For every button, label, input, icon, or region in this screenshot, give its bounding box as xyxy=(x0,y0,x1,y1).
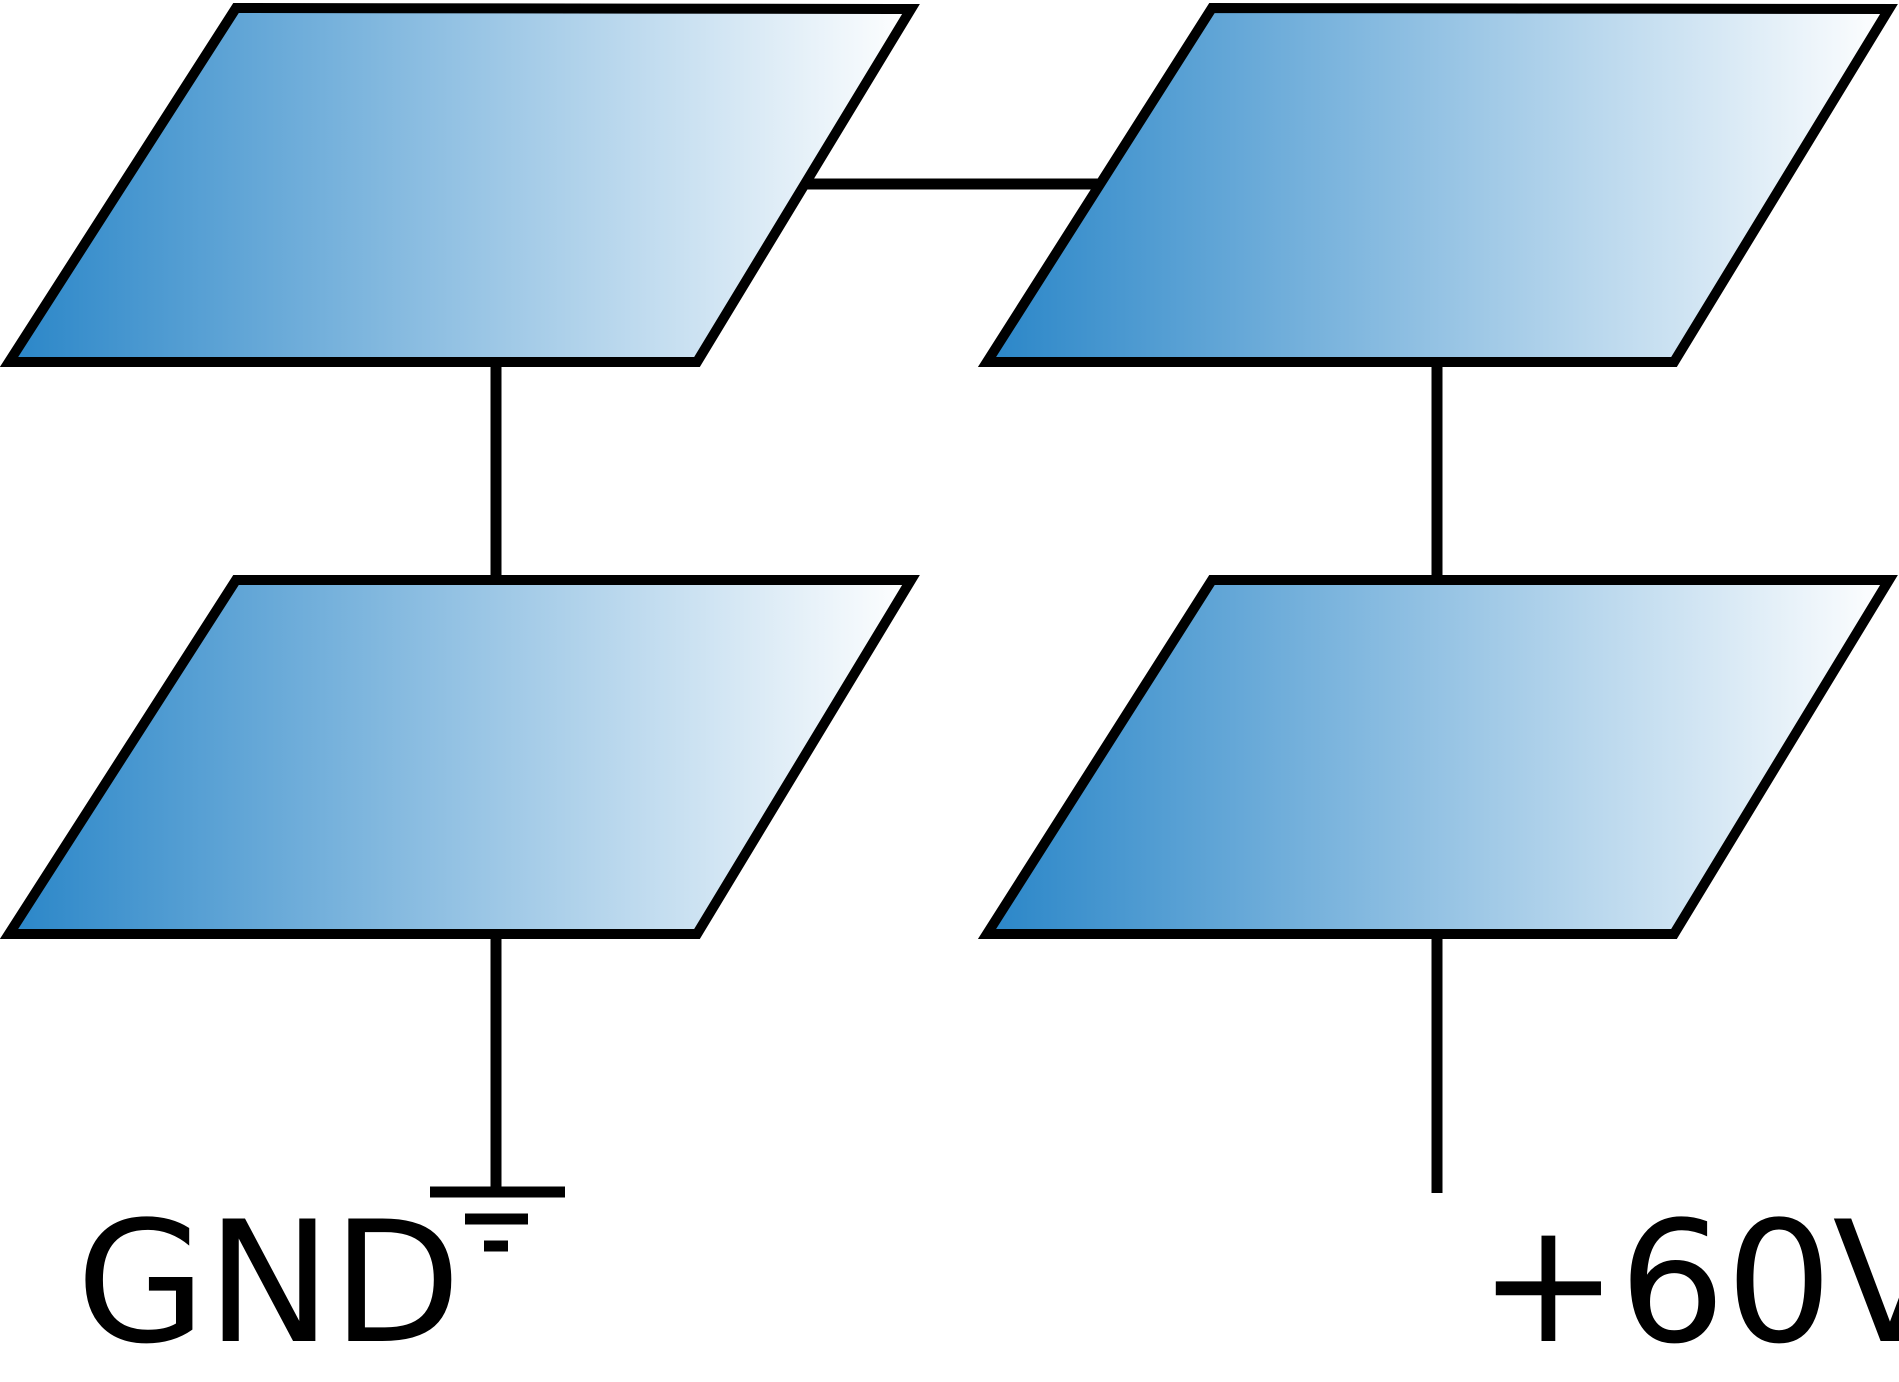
supply-voltage-label: +60V xyxy=(1478,1185,1899,1381)
ground-label: GND xyxy=(76,1185,461,1381)
ground-icon xyxy=(430,1186,565,1252)
solar-panel-top-right xyxy=(977,2,1898,367)
solar-panel-bottom-right xyxy=(977,575,1898,939)
solar-panel-top-left xyxy=(0,2,920,367)
solar-panel-bottom-left xyxy=(0,575,920,939)
